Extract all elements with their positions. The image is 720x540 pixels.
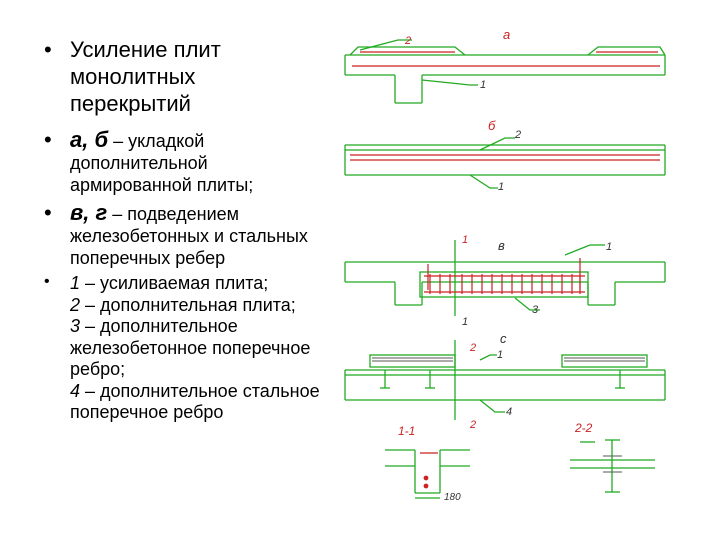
legend-item-1: 1 – усиливаемая плита; [70, 273, 322, 295]
bullet-a-b: • а, б – укладкой дополнительной армиров… [22, 129, 322, 196]
bullet-dash: – [108, 131, 129, 151]
legend-item-3: 3 – дополнительное железобетонное попере… [70, 316, 322, 381]
label-section-2-2: 2-2 [574, 421, 593, 435]
label-2g: 2 [469, 342, 476, 354]
label-1v: 1 [606, 241, 612, 253]
label-b: б [488, 118, 496, 133]
label-1v-top: 1 [462, 234, 468, 246]
bullet-dash: – [107, 204, 128, 224]
label-1a: 1 [480, 79, 486, 91]
drawing-a [344, 39, 666, 104]
bullet-lead: а, б [70, 127, 109, 152]
label-2g-bottom: 2 [469, 419, 476, 431]
label-1v-bottom: 1 [462, 316, 468, 328]
legend-text: – дополнительное стальное поперечное реб… [70, 380, 320, 423]
bullet-dot: • [44, 127, 52, 152]
rib-reinforcement [423, 258, 585, 489]
label-1g: 1 [497, 349, 503, 361]
legend-text: – дополнительное железобетонное поперечн… [70, 316, 311, 379]
legend-num: 1 [70, 273, 81, 293]
label-2b: 2 [514, 129, 521, 141]
bullet-slab-strengthening: • Усиление плит монолитных перекрытий [22, 36, 322, 117]
drawing-v [344, 240, 666, 316]
legend-num: 2 [70, 294, 81, 315]
bullet-legend: • 1 – усиливаемая плита; 2 – дополнитель… [22, 273, 322, 424]
legend-num: 3 [70, 316, 81, 336]
section-1-1 [385, 449, 470, 499]
label-1b: 1 [498, 181, 504, 193]
legend-item-4: 4 – дополнительное стальное поперечное р… [70, 381, 322, 424]
label-v: в [498, 238, 505, 253]
legend-item-2: 2 – дополнительная плита; [70, 295, 322, 317]
label-g: с [500, 331, 507, 346]
section-2-2 [570, 439, 655, 493]
label-4: 4 [506, 406, 512, 418]
bullet-dot: • [44, 200, 52, 225]
legend-num: 4 [70, 380, 81, 401]
bullet-lead: в, г [70, 200, 108, 225]
bullet-text: Усиление плит монолитных перекрытий [70, 37, 221, 116]
legend-text: – усиливаемая плита; [80, 273, 269, 293]
engineering-drawing: а 2 1 б 2 1 1 в 1 3 1 с 2 1 4 2 1-1 2-2 … [344, 27, 666, 503]
label-a: а [503, 27, 510, 42]
bullet-dot: • [44, 273, 50, 290]
label-section-1-1: 1-1 [398, 424, 415, 438]
bullet-text: укладкой дополнительной армированной пли… [70, 131, 254, 195]
legend-text: – дополнительная плита; [80, 294, 296, 315]
bullet-text: подведением железобетонных и стальных по… [70, 204, 308, 268]
slab-hatching [372, 357, 645, 473]
label-2a: 2 [404, 35, 411, 47]
bullet-v-g: • в, г – подведением железобетонных и ст… [22, 202, 322, 269]
bullet-list: • Усиление плит монолитных перекрытий • … [22, 36, 322, 424]
label-dimension: 180 [444, 492, 461, 503]
label-3: 3 [532, 304, 539, 316]
drawing-b [344, 137, 666, 189]
drawing-g [344, 340, 666, 420]
bullet-dot: • [44, 37, 52, 62]
